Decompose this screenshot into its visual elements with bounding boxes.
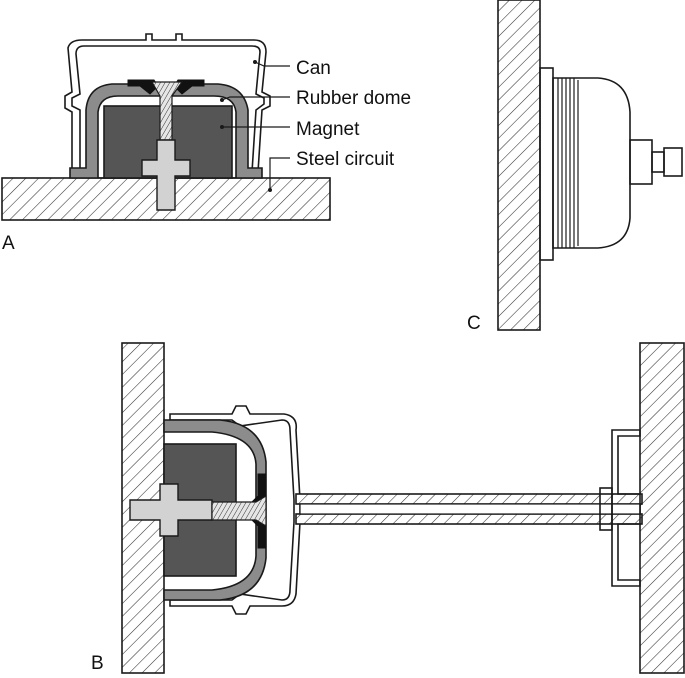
label-magnet: Magnet [296,119,360,140]
rubber-dome-b [163,419,267,601]
screw-b [211,494,267,528]
can-side-view [552,77,631,249]
leader-dot-magnet [220,125,224,129]
panel-a: Can Rubber dome Magnet Steel circuit A [1,33,411,254]
thread-lines-c [557,78,579,248]
cap-left [127,79,159,95]
label-rubber-dome: Rubber dome [296,88,411,109]
stud-c [629,139,653,185]
rubber-dome [69,83,263,179]
leader-dot-steel [268,188,272,192]
leader-rubber [221,96,290,101]
leader-steel [269,157,290,190]
steel-pin [141,139,191,211]
leader-dot-can [253,60,257,64]
wall-b-right [639,342,685,674]
wall-c [497,0,541,331]
leader-can [254,61,290,67]
can-shell-b [169,405,301,615]
panel-c: C [467,0,683,334]
label-can: Can [296,58,331,79]
leader-dot-rubber [220,98,224,102]
panel-b: B [91,342,685,674]
panel-label-c: C [467,313,481,334]
shaft-core-b [299,503,641,515]
bracket-b [611,429,641,587]
collar-b [599,487,613,531]
stud-end-c [663,147,683,177]
can-shell [64,33,271,173]
panel-label-b: B [91,653,104,674]
flange-c [539,67,554,261]
stud-tip-c [651,151,665,173]
shaft-b-lower [295,513,643,525]
label-steel-circuit: Steel circuit [296,149,395,170]
shaft-b [295,493,643,505]
panel-label-a: A [2,233,15,254]
